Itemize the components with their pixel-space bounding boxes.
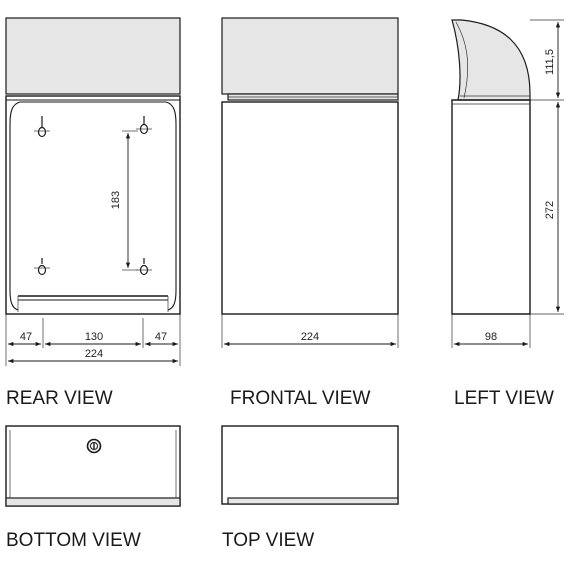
- bottom-view: BOTTOM VIEW: [5, 425, 181, 551]
- dim-rear-holes-vertical: 183: [110, 130, 138, 271]
- dim-left-depth: 98: [451, 314, 531, 348]
- dim-label-224-front: 224: [301, 331, 319, 343]
- dim-label-98: 98: [485, 331, 497, 343]
- mounting-hole-top-right: [136, 116, 152, 135]
- front-lid: [221, 17, 399, 95]
- top-view-label: TOP VIEW: [222, 530, 314, 551]
- frontal-view-label: FRONTAL VIEW: [230, 388, 370, 409]
- dim-label-47-left: 47: [20, 331, 32, 343]
- rear-lid: [5, 17, 181, 95]
- bottom-view-label: BOTTOM VIEW: [6, 530, 141, 551]
- lock-icon: [86, 438, 102, 454]
- dim-front-width: 224: [221, 314, 399, 348]
- mounting-hole-top-left: [34, 116, 50, 138]
- dim-label-183: 183: [110, 191, 122, 209]
- rear-view-label: REAR VIEW: [6, 388, 113, 409]
- dim-label-47-right: 47: [155, 331, 167, 343]
- left-view: 111,5 272 98 LEFT VIEW: [451, 19, 564, 409]
- front-body: [221, 101, 399, 315]
- frontal-view: 224 FRONTAL VIEW: [221, 17, 399, 409]
- left-view-label: LEFT VIEW: [454, 388, 554, 409]
- left-lid: [451, 19, 531, 101]
- dim-label-272: 272: [544, 201, 556, 219]
- dim-label-111-5: 111,5: [544, 49, 556, 75]
- rear-left-recess: [9, 101, 21, 311]
- top-outline: [221, 425, 399, 505]
- top-hinge-strip: [227, 497, 399, 505]
- rear-right-recess: [165, 101, 177, 311]
- mounting-hole-bottom-right: [136, 258, 152, 276]
- dim-left-vertical: 111,5 272: [530, 19, 564, 315]
- dim-label-130: 130: [85, 331, 103, 343]
- bottom-outline: [5, 425, 181, 507]
- dim-rear-horizontal: 47 130 47 224: [5, 314, 181, 366]
- mounting-hole-bottom-left: [34, 258, 50, 276]
- top-view: TOP VIEW: [221, 425, 399, 551]
- rear-view: 183 47 130 47 224 REAR VIEW: [5, 17, 181, 409]
- bottom-base-strip: [5, 497, 181, 507]
- dim-label-224-rear: 224: [85, 348, 103, 360]
- left-body: [451, 99, 531, 315]
- rear-body: [5, 95, 181, 315]
